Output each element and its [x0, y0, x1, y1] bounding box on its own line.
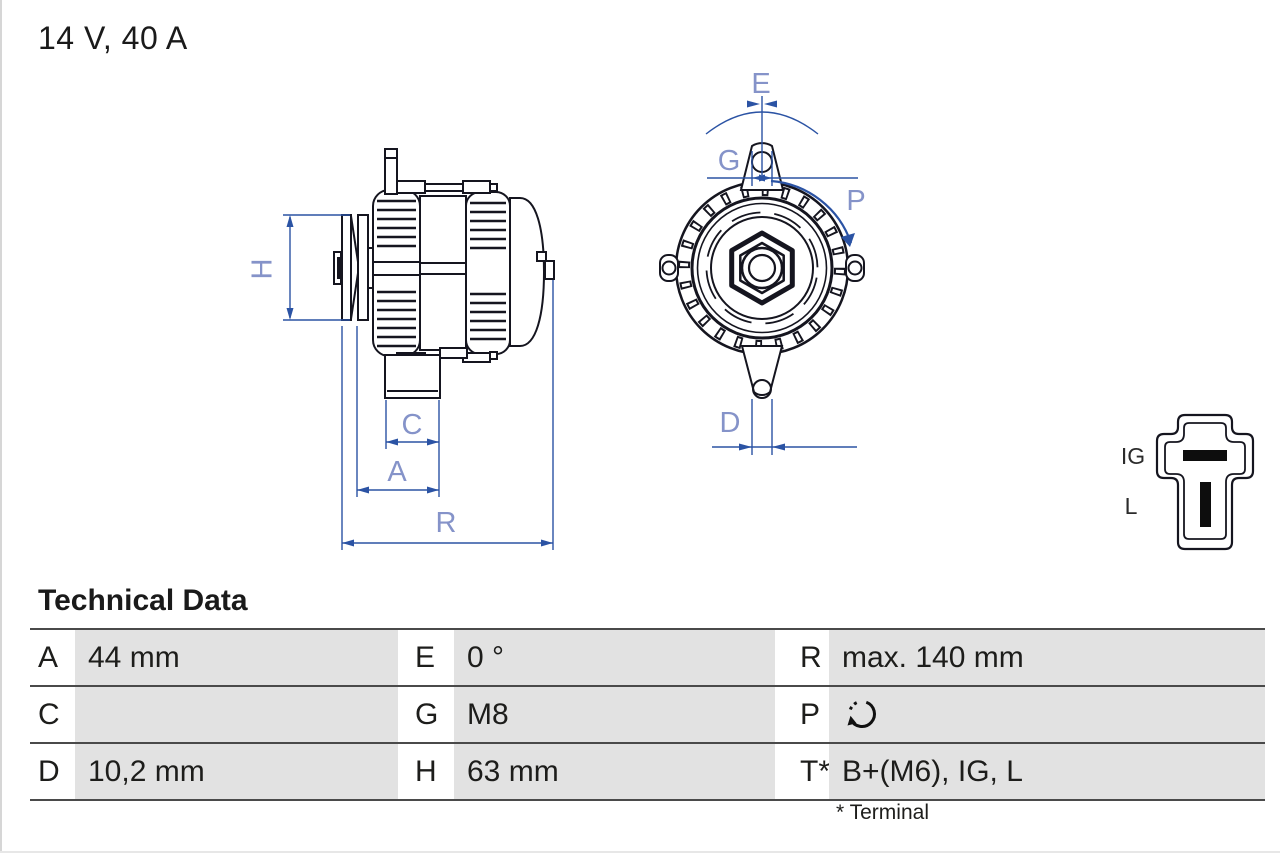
technical-drawing: H C A R: [247, 68, 1255, 551]
key-cell-g: G: [398, 687, 454, 742]
dim-label-r: R: [436, 507, 457, 539]
product-rating-title: 14 V, 40 A: [38, 20, 188, 56]
dim-label-e: E: [751, 68, 770, 100]
bottom-edge-strip: [0, 851, 1280, 853]
front-view-dimensions: [705, 96, 858, 455]
value-cell-p: [829, 687, 1265, 742]
dim-label-p: P: [846, 185, 865, 217]
technical-data-heading: Technical Data: [38, 584, 248, 617]
l-terminal-slot: [1200, 482, 1211, 527]
technical-data-table: A 44 mm E 0 ° R max. 140 mm C G M8 P D 1…: [30, 628, 1265, 801]
key-cell-r: R: [775, 630, 829, 685]
connector-pin-label-ig: IG: [1121, 443, 1145, 469]
rotation-direction-icon: [847, 700, 876, 728]
key-cell-e: E: [398, 630, 454, 685]
dim-label-c: C: [402, 409, 423, 441]
dim-label-d: D: [720, 407, 741, 439]
value-cell-r: max. 140 mm: [829, 630, 1265, 685]
value-cell-d: 10,2 mm: [75, 744, 398, 799]
dim-label-h: H: [247, 259, 279, 280]
front-view-dimension-arrows: [739, 100, 855, 451]
dim-label-a: A: [387, 456, 407, 488]
key-cell-d: D: [30, 744, 75, 799]
ig-terminal-slot: [1183, 450, 1227, 461]
side-view-dimension-arrows: [286, 215, 553, 547]
table-row: C G M8 P: [30, 685, 1265, 742]
key-cell-a: A: [30, 630, 75, 685]
alternator-front-view: [659, 142, 865, 399]
table-row: D 10,2 mm H 63 mm T* B+(M6), IG, L: [30, 742, 1265, 799]
value-cell-g: M8: [454, 687, 775, 742]
key-cell-h: H: [398, 744, 454, 799]
dim-label-g: G: [718, 145, 741, 177]
value-cell-c: [75, 687, 398, 742]
key-cell-t: T*: [775, 744, 830, 799]
key-cell-c: C: [30, 687, 75, 742]
key-cell-p: P: [775, 687, 829, 742]
terminal-footnote: * Terminal: [836, 801, 929, 824]
value-cell-e: 0 °: [454, 630, 775, 685]
value-cell-h: 63 mm: [454, 744, 775, 799]
terminal-connector-diagram: [1155, 413, 1255, 551]
value-cell-a: 44 mm: [75, 630, 398, 685]
alternator-side-view: [333, 148, 555, 399]
left-edge-strip: [0, 0, 2, 853]
value-cell-t: B+(M6), IG, L: [829, 744, 1265, 799]
connector-pin-label-l: L: [1125, 493, 1138, 519]
table-row: A 44 mm E 0 ° R max. 140 mm: [30, 630, 1265, 685]
